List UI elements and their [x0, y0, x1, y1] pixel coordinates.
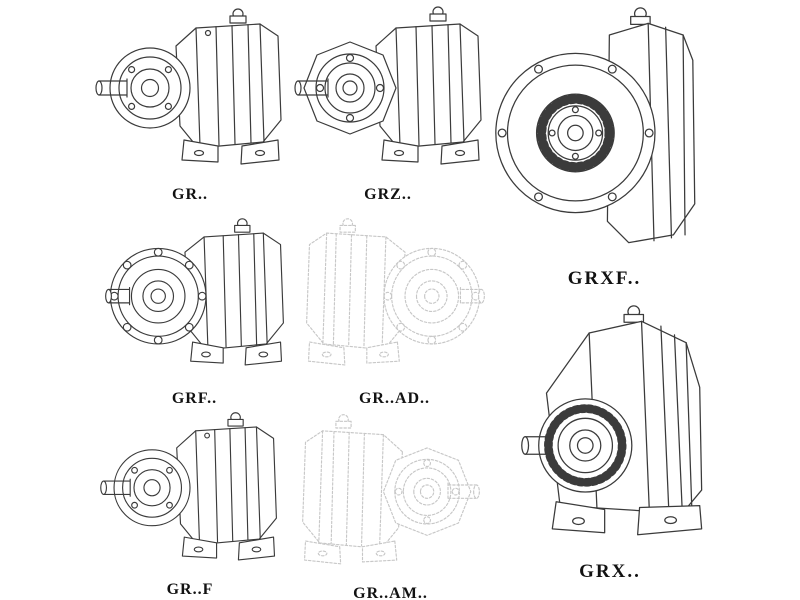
model-figure-grad: GR..AD.. — [292, 214, 497, 408]
model-label-grf: GRF.. — [171, 390, 218, 407]
model-label-grxf: GRXF.. — [567, 268, 642, 289]
model-figure-gr: GR.. — [90, 4, 290, 204]
gearbox-foot-mounted-drawing-icon — [95, 8, 282, 165]
model-figure-grf: GRF.. — [92, 214, 297, 408]
gearbox-flange-foot-drawing-icon — [104, 218, 284, 366]
gearbox-large-flange-drawing-icon — [492, 2, 717, 264]
model-label-grz: GRZ.. — [364, 186, 412, 203]
model-label-gram: GR..AM.. — [353, 585, 428, 600]
model-label-grf-foot: GR..F — [166, 581, 214, 598]
model-label-grad: GR..AD.. — [358, 390, 431, 407]
gearbox-octagon-plate-drawing-icon — [294, 6, 482, 165]
model-figure-grz: GRZ.. — [288, 0, 488, 204]
model-figure-gram: GR..AM.. — [288, 408, 493, 600]
model-figure-grxf: GRXF.. — [492, 2, 717, 290]
model-label-grx: GRX.. — [579, 561, 641, 582]
gearbox-splined-hub-drawing-icon — [496, 300, 724, 557]
model-figure-grf-foot: GR..F — [90, 408, 290, 599]
gearbox-motor-adapter-ghost-drawing-icon — [301, 414, 480, 565]
model-label-gr: GR.. — [172, 186, 208, 203]
model-figure-grx: GRX.. — [495, 300, 725, 583]
gearbox-foot-mounted-drawing-icon — [100, 412, 277, 561]
gearbox-input-adapter-ghost-drawing-icon — [305, 218, 485, 366]
